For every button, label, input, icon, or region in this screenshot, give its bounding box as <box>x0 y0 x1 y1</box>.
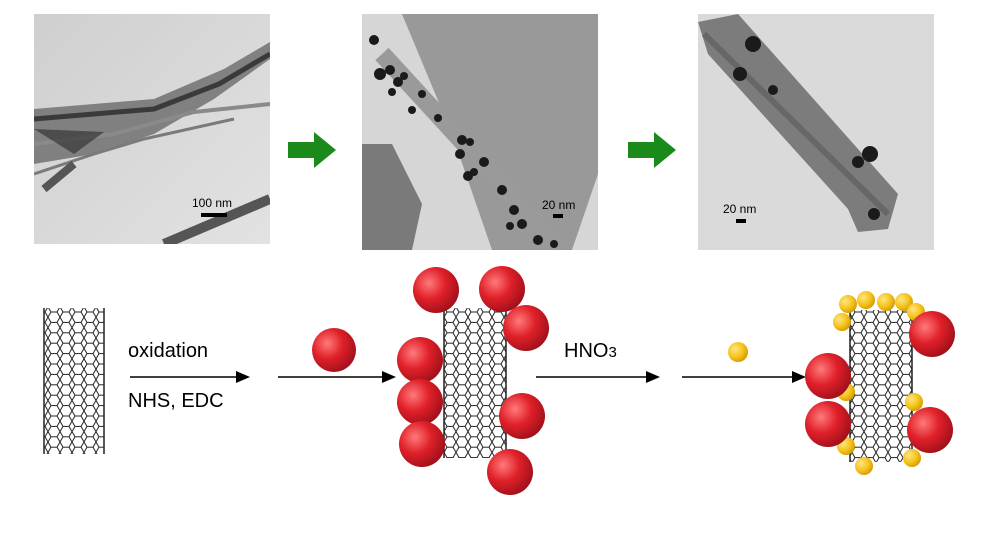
tem-micrograph-2 <box>362 14 598 250</box>
step2-label-subscript: 3 <box>608 344 617 361</box>
nanotube-icon <box>443 308 507 458</box>
red-nanoparticle-icon <box>312 328 356 372</box>
red-nanoparticles <box>805 311 955 453</box>
tem-image-red-particles: 20 nm <box>362 14 598 250</box>
tem-micrograph-3 <box>698 14 934 250</box>
scale-bar <box>201 213 227 217</box>
step2-label-above: HNO3 <box>564 340 617 363</box>
step1-label-above: oxidation <box>128 340 209 362</box>
red-nanoparticles <box>397 266 549 495</box>
nanotube-icon <box>849 310 913 462</box>
right-arrow-icon <box>628 132 676 168</box>
scale-label: 20 nm <box>723 202 757 216</box>
particle-cluster <box>369 35 558 248</box>
nanotube-icon <box>43 308 105 454</box>
step1-label-below: NHS, EDC <box>128 390 224 412</box>
gold-nanoparticle-icon <box>728 342 748 362</box>
scale-bar <box>553 214 563 218</box>
scale-label: 20 nm <box>542 198 576 212</box>
reaction-arrow <box>536 371 660 383</box>
reaction-arrow <box>682 371 806 383</box>
reaction-arrow <box>278 371 396 383</box>
scale-label: 100 nm <box>192 196 233 210</box>
right-arrow-icon <box>288 132 336 168</box>
tem-micrograph-1 <box>34 14 270 244</box>
reaction-arrow <box>130 371 250 383</box>
tem-image-gold-particles: 20 nm <box>698 14 934 250</box>
tem-image-pristine: 100 nm <box>34 14 270 244</box>
step2-label-text: HNO <box>564 340 609 362</box>
scale-bar <box>736 219 746 223</box>
particle-cluster <box>733 36 880 220</box>
gold-nanoparticles <box>833 291 925 475</box>
